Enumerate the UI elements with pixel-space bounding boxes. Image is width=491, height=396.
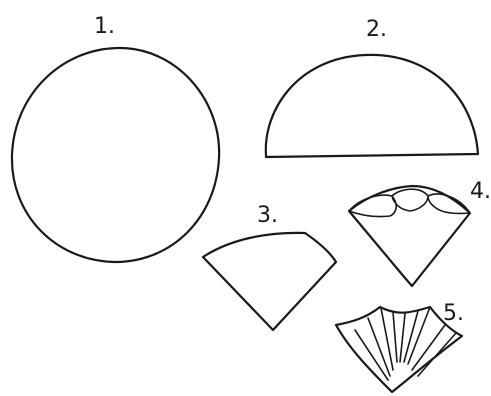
step-2-half-circle-shape	[266, 55, 478, 157]
step-5-number: 5.	[443, 301, 464, 326]
step-4-number: 4.	[470, 179, 491, 204]
step-2-number: 2.	[366, 17, 387, 42]
step-1-number: 1.	[94, 14, 115, 39]
step-4: 4.	[349, 179, 491, 286]
step-3-number: 3.	[257, 203, 278, 228]
step-3-quarter-circle-shape	[203, 233, 336, 330]
step-4-wedge-outline	[349, 186, 470, 286]
step-1-circle-shape	[12, 48, 219, 262]
step-5: 5.	[336, 301, 464, 392]
step-1: 1.	[12, 14, 219, 262]
step-2: 2.	[266, 17, 478, 157]
step-3: 3.	[203, 203, 336, 330]
step-4-scallop-curves	[349, 189, 470, 216]
